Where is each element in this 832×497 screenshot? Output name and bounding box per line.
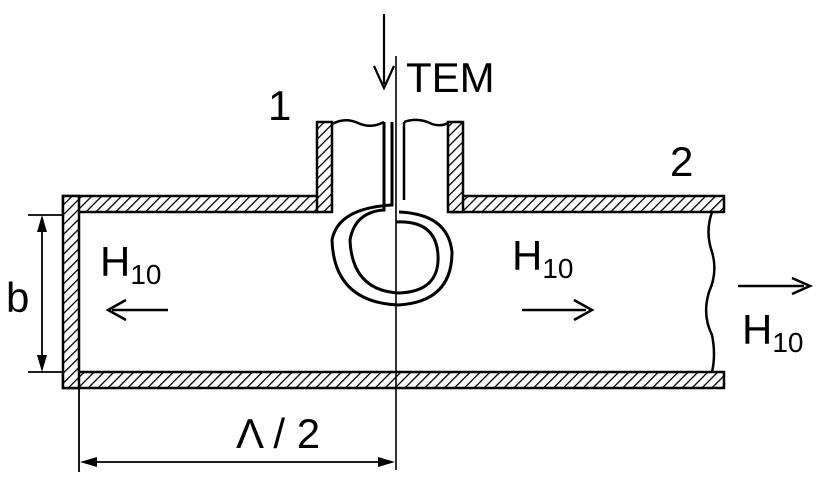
mode-right-sub: 10 (542, 253, 573, 284)
waveguide-break-line (704, 211, 716, 373)
mode-left-sub: 10 (130, 259, 161, 290)
coax-break-line (331, 119, 385, 127)
coax-wall-right (446, 120, 465, 214)
height-label: b (6, 274, 29, 321)
height-dimension (28, 214, 64, 373)
distance-label: Λ / 2 (236, 410, 320, 457)
top-wall-right (450, 194, 726, 214)
bottom-wall (61, 370, 726, 390)
tem-label: TEM (406, 54, 495, 101)
short-circuit-wall (61, 194, 81, 390)
left-arrow-icon (105, 298, 168, 322)
output-arrow-icon (738, 276, 814, 296)
mode-right-main: H (512, 232, 542, 279)
mode-left-label: H10 (100, 238, 162, 290)
mode-out-main: H (742, 306, 772, 353)
mode-left-main: H (100, 238, 130, 285)
port-1-label: 1 (268, 82, 291, 129)
top-wall-left (61, 194, 321, 214)
coupling-loop (330, 122, 454, 307)
coax-break-line-right (403, 118, 449, 127)
distance-dimension (78, 388, 395, 472)
coax-wall-left (315, 120, 334, 214)
waveguide-walls (61, 118, 726, 390)
mode-out-label: H10 (742, 306, 804, 358)
tem-arrow-icon (372, 14, 396, 91)
right-arrow-icon (522, 298, 595, 322)
port-2-label: 2 (670, 138, 693, 185)
mode-out-sub: 10 (772, 327, 803, 358)
mode-right-label: H10 (512, 232, 574, 284)
